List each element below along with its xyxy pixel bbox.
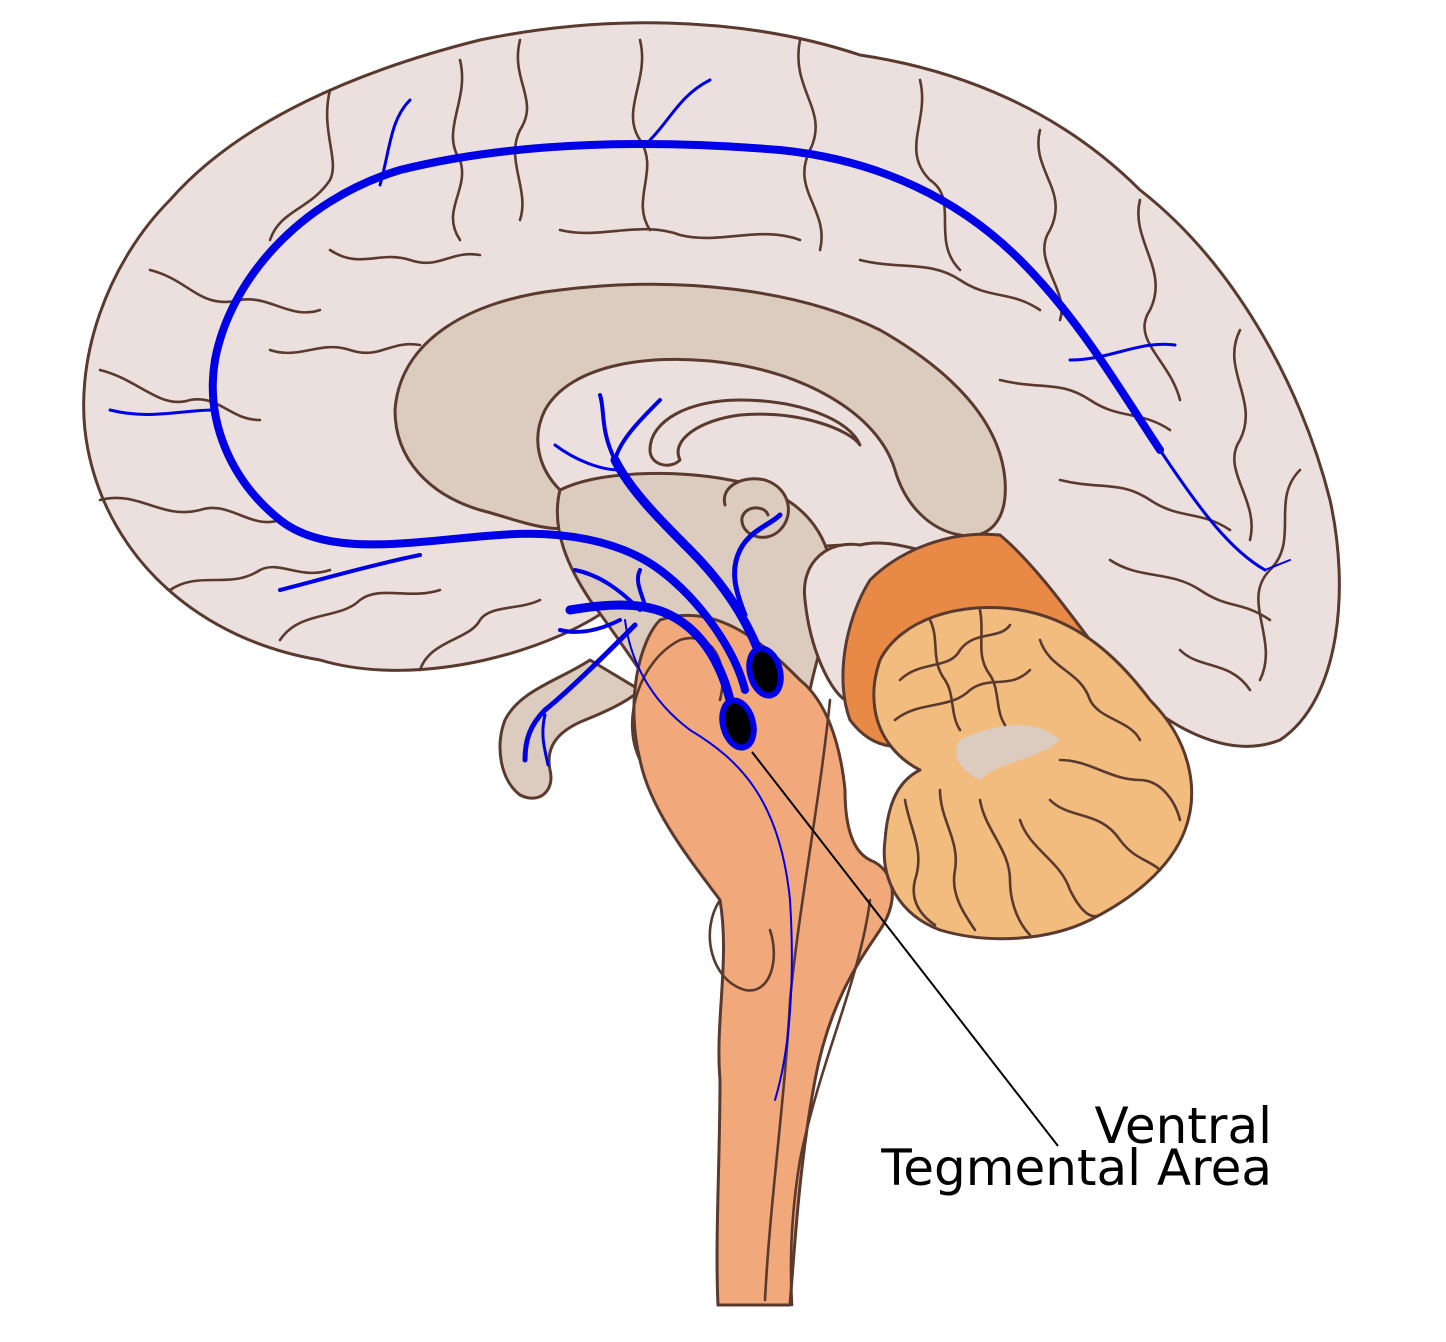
cerebellum bbox=[872, 605, 1194, 941]
medulla-outline bbox=[708, 898, 776, 992]
brainstem bbox=[632, 613, 894, 1307]
pituitary bbox=[498, 658, 642, 800]
vta-nucleus-lower bbox=[719, 697, 757, 751]
spinal-cord-line bbox=[789, 898, 872, 1307]
vta-leader-line bbox=[751, 751, 1059, 1147]
fornix bbox=[648, 398, 862, 467]
vta-label-line2: Tegmental Area bbox=[880, 1139, 1272, 1197]
vta-nuclei bbox=[719, 645, 784, 751]
mesocortical-pathway bbox=[108, 78, 1291, 694]
vta-label: Ventral Tegmental Area bbox=[880, 1097, 1272, 1197]
cortex-sulci bbox=[98, 38, 1302, 692]
vta-label-line1: Ventral bbox=[1095, 1097, 1272, 1155]
cerebellum-folia bbox=[893, 608, 1182, 937]
arbor-vitae bbox=[956, 725, 1060, 780]
vta-nucleus-upper bbox=[746, 645, 784, 699]
mesolimbic-pathway bbox=[522, 393, 793, 1101]
